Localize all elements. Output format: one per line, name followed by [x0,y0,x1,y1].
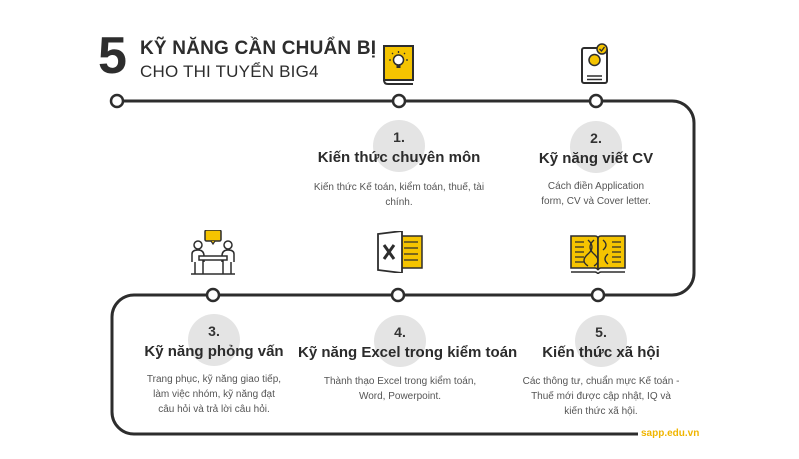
step-3: 3. Kỹ năng phỏng vấn Trang phục, kỹ năng… [128,314,300,417]
website-credit: sapp.edu.vn [641,428,700,439]
step-5-title: Kiến thức xã hội [542,344,660,361]
step-2-node [588,93,604,109]
step-2-number: 2. [590,130,602,146]
header-subtitle: CHO THI TUYỂN BIG4 [140,62,319,81]
step-5-badge [575,315,627,367]
step-1-badge [373,120,425,172]
interview-meeting-icon [191,230,235,275]
step-3-title: Kỹ năng phỏng vấn [144,343,284,360]
step-2-description: Cách điền Application form, CV và Cover … [541,181,651,207]
step-4-description: Thành thạo Excel trong kiểm toán, Word, … [323,376,477,402]
cv-document-icon [581,43,608,84]
step-3-node [205,287,221,303]
step-2-badge [570,121,622,173]
book-lightbulb-icon [383,45,414,85]
step-3-number: 3. [208,323,220,339]
step-1-description: Kiến thức Kế toán, kiểm toán, thuế, tài … [313,182,485,208]
step-1-number: 1. [393,129,405,145]
step-1: 1. Kiến thức chuyên môn Kiến thức Kế toá… [299,120,499,210]
step-4-badge [374,315,426,367]
step-1-node [391,93,407,109]
step-5-description: Các thông tư, chuẩn mực Kế toán - Thuế m… [522,376,680,417]
step-2-title: Kỹ năng viết CV [538,150,654,167]
step-5-node [590,287,606,303]
step-5-number: 5. [595,324,607,340]
step-4-node [390,287,406,303]
step-3-description: Trang phục, kỹ năng giao tiếp, làm việc … [146,374,282,415]
step-1-title: Kiến thức chuyên môn [317,149,481,166]
step-5: 5. Kiến thức xã hội Các thông tư, chuẩn … [521,315,681,419]
step-3-badge [188,314,240,366]
step-4-title: Kỹ năng Excel trong kiểm toán [298,344,518,361]
step-2: 2. Kỹ năng viết CV Cách điền Application… [521,121,671,209]
header-number: 5 [98,27,127,85]
excel-spreadsheet-icon [377,231,423,273]
open-book-dna-icon [570,235,626,274]
step-4: 4. Kỹ năng Excel trong kiểm toán Thành t… [298,315,518,404]
step-4-number: 4. [394,324,406,340]
header-title: KỸ NĂNG CẦN CHUẨN BỊ [140,38,377,59]
track-start-node [109,93,125,109]
